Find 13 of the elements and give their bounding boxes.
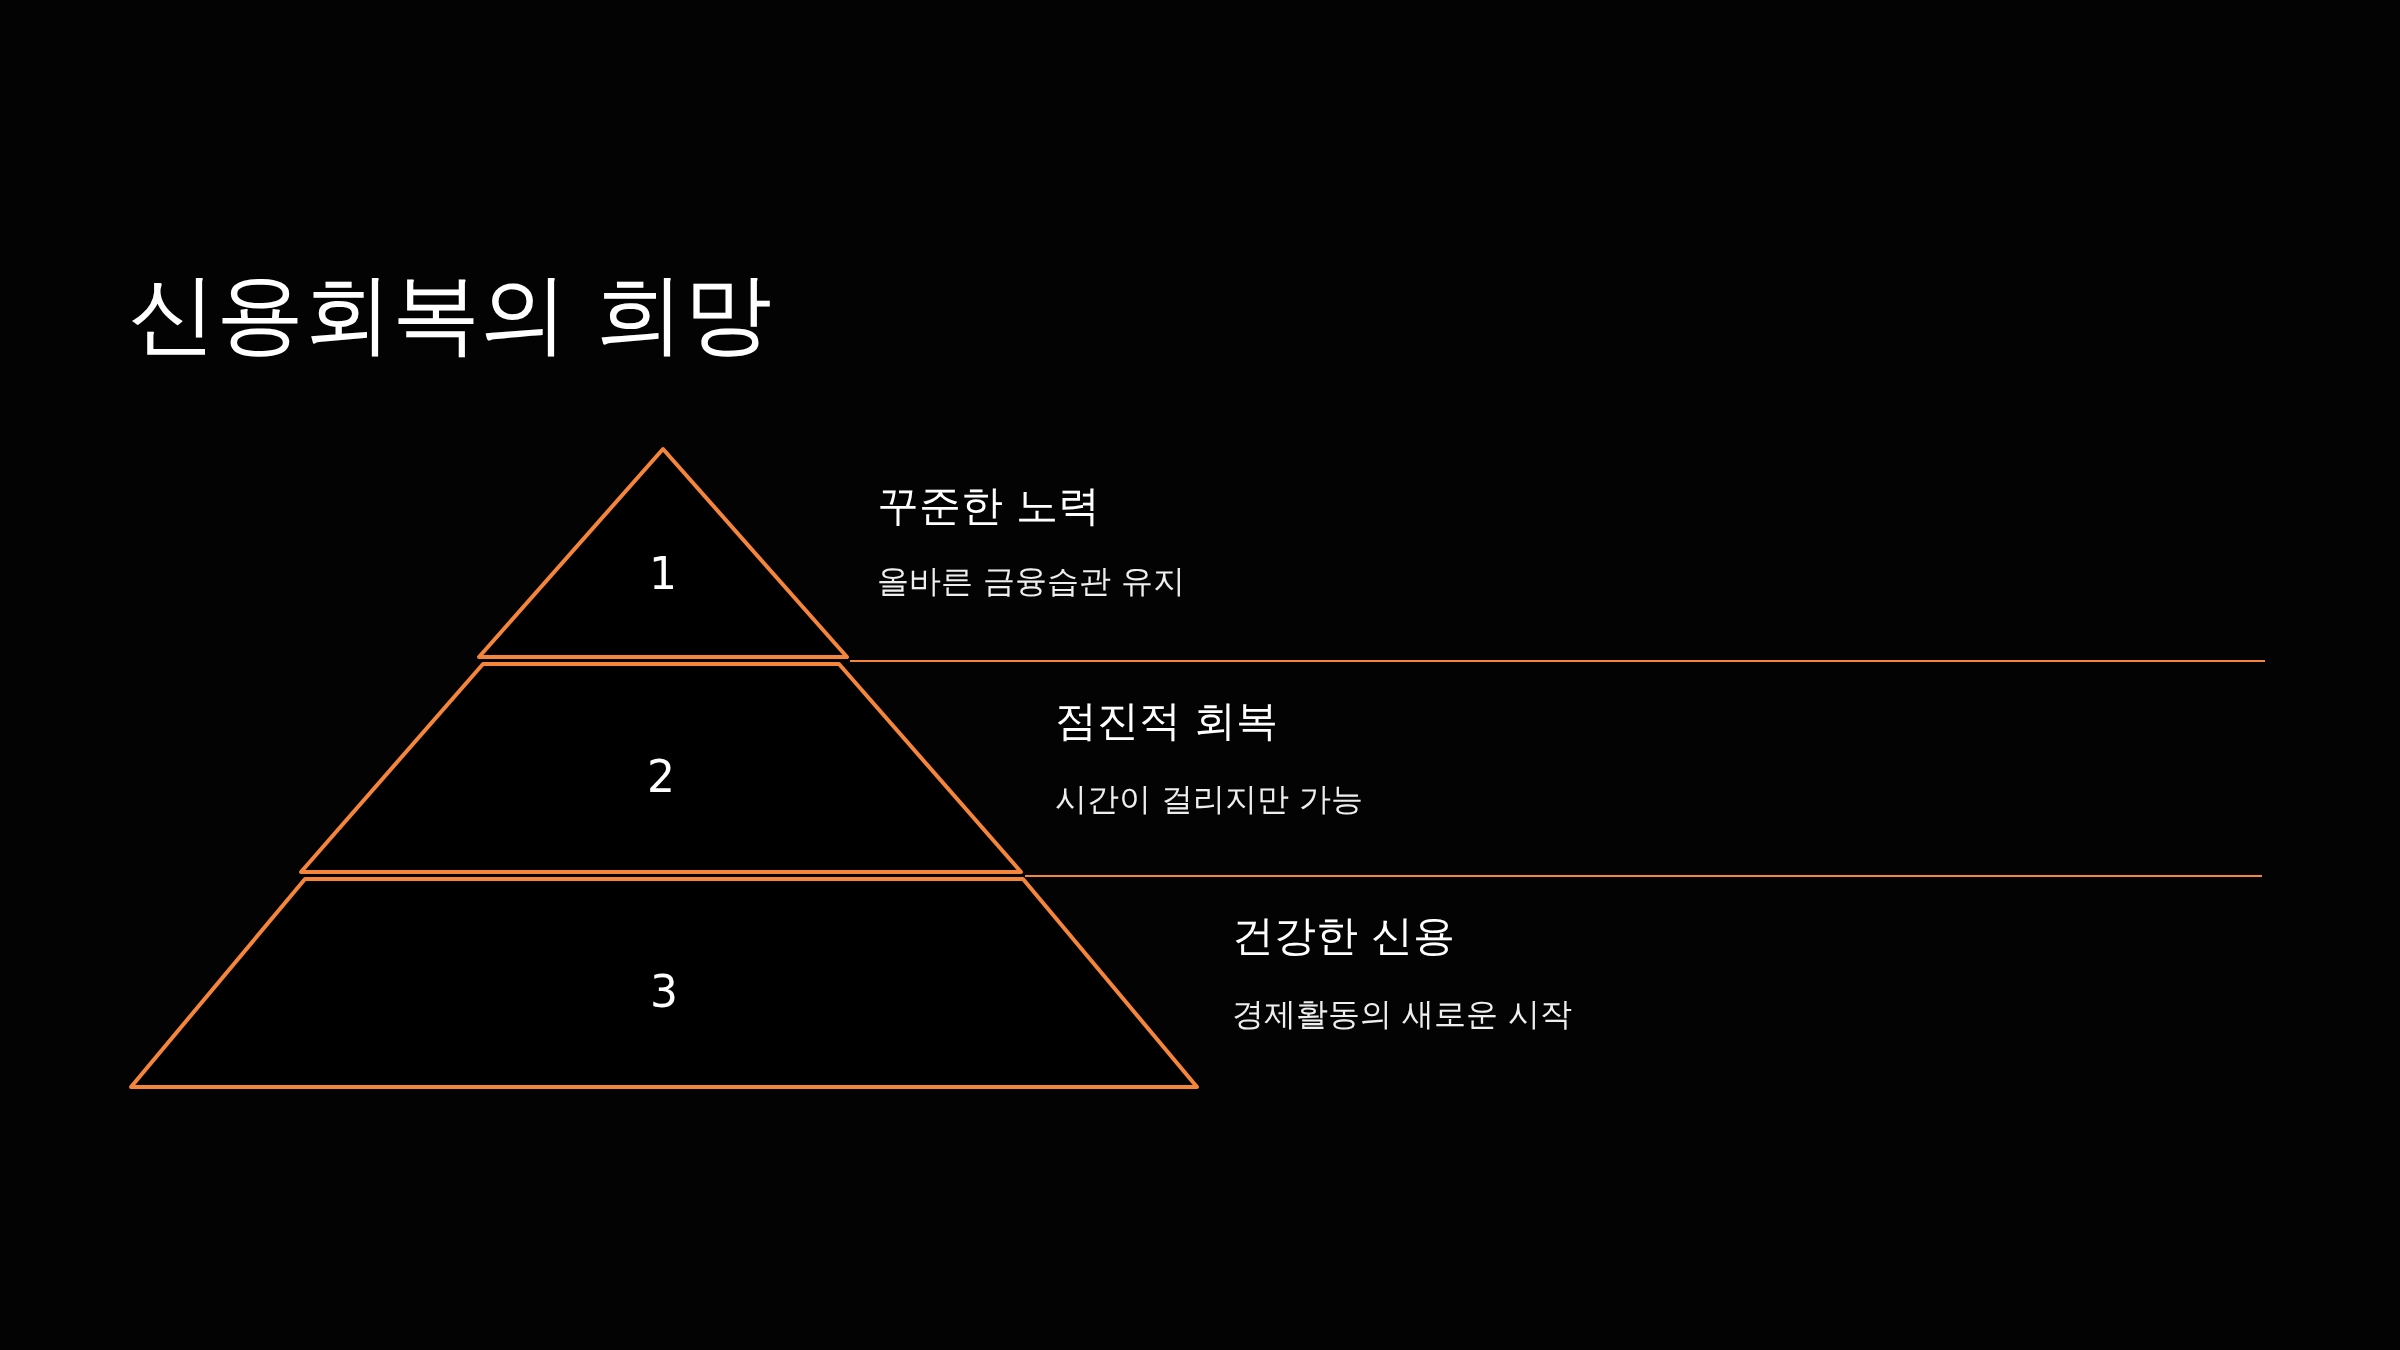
title: 신용회복의 희망 xyxy=(128,261,772,367)
tier-number: 3 xyxy=(650,966,678,1017)
tier-number: 2 xyxy=(647,751,675,802)
tier-description: 경제활동의 새로운 시작 xyxy=(1232,994,1573,1035)
pyramid-tier xyxy=(300,663,1022,873)
tier-number: 1 xyxy=(649,548,677,599)
pyramid-tier xyxy=(478,448,848,658)
tier-description: 시간이 걸리지만 가능 xyxy=(1055,779,1364,820)
tier-heading: 건강한 신용 xyxy=(1232,910,1456,962)
pyramid-tier xyxy=(130,878,1198,1088)
tier-description: 올바른 금융습관 유지 xyxy=(877,561,1186,602)
tier-heading: 꾸준한 노력 xyxy=(877,480,1101,532)
tier-heading: 점진적 회복 xyxy=(1055,695,1279,747)
